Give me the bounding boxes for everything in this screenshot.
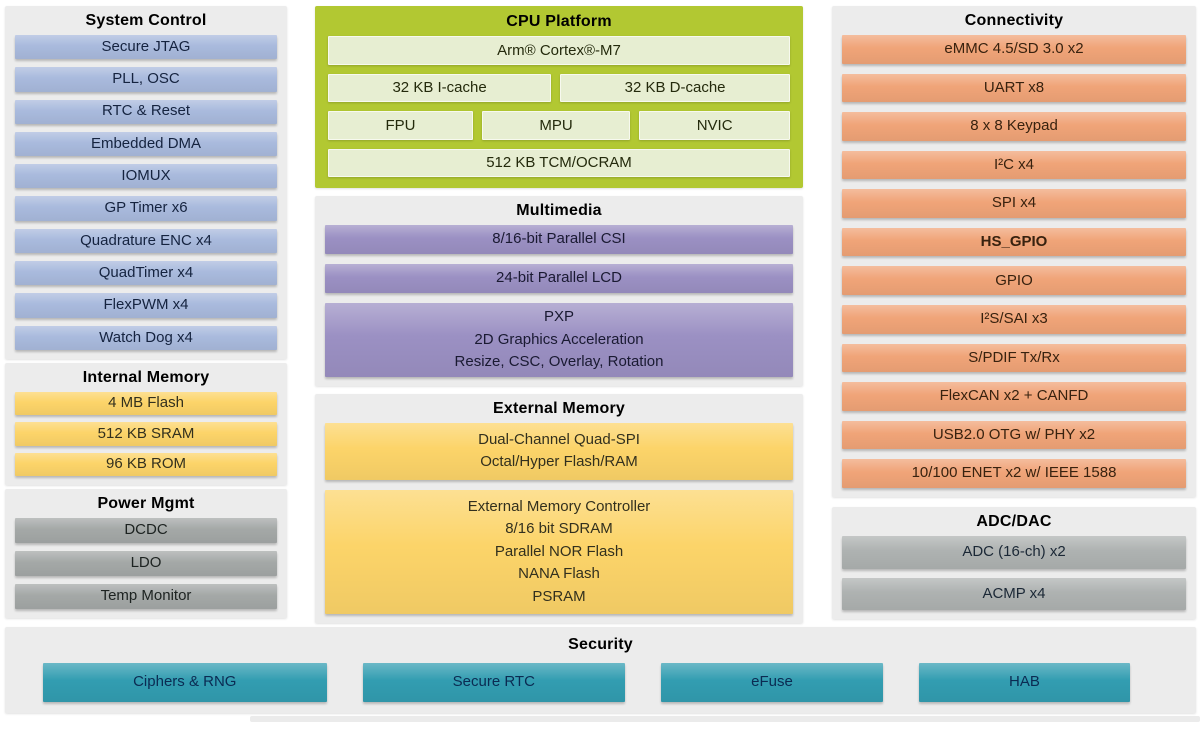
external-memory-list: Dual-Channel Quad-SPI Octal/Hyper Flash/… — [325, 423, 793, 614]
cpu-mpu-block: MPU — [481, 111, 631, 140]
multimedia-item: 24-bit Parallel LCD — [325, 264, 793, 293]
system-control-item: FlexPWM x4 — [15, 293, 277, 318]
cpu-nvic-block: NVIC — [639, 111, 790, 140]
multimedia-item: PXP 2D Graphics Acceleration Resize, CSC… — [325, 303, 793, 377]
adc-dac-item: ACMP x4 — [842, 577, 1186, 610]
section-system-control: System Control Secure JTAG PLL, OSC RTC & … — [5, 6, 287, 359]
security-item: Secure RTC — [362, 663, 626, 702]
security-item: Ciphers & RNG — [43, 663, 327, 702]
power-mgmt-item: LDO — [15, 551, 277, 576]
system-control-item: QuadTimer x4 — [15, 261, 277, 286]
external-memory-item: Dual-Channel Quad-SPI Octal/Hyper Flash/… — [325, 423, 793, 480]
cpu-platform-grid: Arm® Cortex®-M7 32 KB I-cache 32 KB D-ca… — [328, 36, 791, 177]
cpu-tcm-block: 512 KB TCM/OCRAM — [328, 148, 790, 177]
system-control-item: GP Timer x6 — [15, 196, 277, 221]
section-title-security: Security — [568, 636, 633, 653]
connectivity-item: UART x8 — [842, 73, 1186, 103]
system-control-item: Secure JTAG — [15, 35, 277, 60]
security-item: eFuse — [661, 663, 883, 702]
connectivity-item: 10/100 ENET x2 w/ IEEE 1588 — [842, 459, 1186, 488]
section-title-internal-memory: Internal Memory — [82, 369, 210, 386]
section-connectivity: Connectivity eMMC 4.5/SD 3.0 x2 UART x8 8 … — [832, 6, 1196, 497]
connectivity-item: 8 x 8 Keypad — [842, 112, 1186, 141]
adc-dac-list: ADC (16-ch) x2 ACMP x4 — [842, 536, 1186, 610]
section-multimedia: Multimedia 8/16-bit Parallel CSI 24-bit P… — [315, 196, 803, 386]
section-adc-dac: ADC/DAC ADC (16-ch) x2 ACMP x4 — [832, 507, 1196, 619]
system-control-item: PLL, OSC — [15, 67, 277, 92]
security-item: HAB — [918, 663, 1130, 702]
system-control-item: Embedded DMA — [15, 131, 277, 157]
section-title-system-control: System Control — [85, 12, 207, 29]
security-list: Ciphers & RNG Secure RTC eFuse HAB — [15, 659, 1186, 704]
power-mgmt-item: DCDC — [15, 518, 277, 543]
power-mgmt-list: DCDC LDO Temp Monitor — [15, 518, 277, 609]
cpu-icache-block: 32 KB I-cache — [328, 73, 552, 102]
connectivity-item: eMMC 4.5/SD 3.0 x2 — [842, 35, 1186, 64]
system-control-item: IOMUX — [15, 164, 277, 189]
cpu-core-block: Arm® Cortex®-M7 — [328, 36, 790, 65]
connectivity-item: FlexCAN x2 + CANFD — [842, 382, 1186, 411]
connectivity-item: I²C x4 — [842, 150, 1186, 180]
section-title-cpu-platform: CPU Platform — [506, 13, 612, 30]
multimedia-item: 8/16-bit Parallel CSI — [325, 225, 793, 254]
internal-memory-item: 512 KB SRAM — [15, 422, 277, 446]
cpu-dcache-block: 32 KB D-cache — [560, 73, 791, 102]
section-internal-memory: Internal Memory 4 MB Flash 512 KB SRAM 96 … — [5, 363, 287, 485]
section-title-connectivity: Connectivity — [964, 12, 1064, 29]
system-control-item: Watch Dog x4 — [15, 325, 277, 350]
section-cpu-platform: CPU Platform Arm® Cortex®-M7 32 KB I-cac… — [315, 6, 803, 188]
external-memory-item: External Memory Controller 8/16 bit SDRA… — [325, 489, 793, 614]
page-bottom-strip — [250, 716, 1200, 722]
connectivity-item: SPI x4 — [842, 189, 1186, 218]
power-mgmt-item: Temp Monitor — [15, 584, 277, 609]
internal-memory-item: 4 MB Flash — [15, 392, 277, 416]
section-title-multimedia: Multimedia — [516, 202, 602, 219]
multimedia-list: 8/16-bit Parallel CSI 24-bit Parallel LCD… — [325, 225, 793, 377]
connectivity-item: USB2.0 OTG w/ PHY x2 — [842, 420, 1186, 450]
section-security: Security Ciphers & RNG Secure RTC eFuse HAB — [5, 627, 1196, 713]
cpu-fpu-block: FPU — [328, 111, 473, 140]
system-control-item: Quadrature ENC x4 — [15, 228, 277, 254]
connectivity-item: HS_GPIO — [842, 227, 1186, 257]
connectivity-item: S/PDIF Tx/Rx — [842, 343, 1186, 373]
connectivity-item: GPIO — [842, 266, 1186, 296]
internal-memory-item: 96 KB ROM — [15, 452, 277, 476]
section-power-mgmt: Power Mgmt DCDC LDO Temp Monitor — [5, 489, 287, 618]
section-title-power-mgmt: Power Mgmt — [97, 495, 195, 512]
section-external-memory: External Memory Dual-Channel Quad-SPI Oc… — [315, 394, 803, 623]
section-title-adc-dac: ADC/DAC — [976, 513, 1052, 530]
internal-memory-list: 4 MB Flash 512 KB SRAM 96 KB ROM — [15, 392, 277, 476]
adc-dac-item: ADC (16-ch) x2 — [842, 536, 1186, 569]
section-title-external-memory: External Memory — [493, 400, 625, 417]
system-control-item: RTC & Reset — [15, 99, 277, 124]
connectivity-item: I²S/SAI x3 — [842, 305, 1186, 334]
